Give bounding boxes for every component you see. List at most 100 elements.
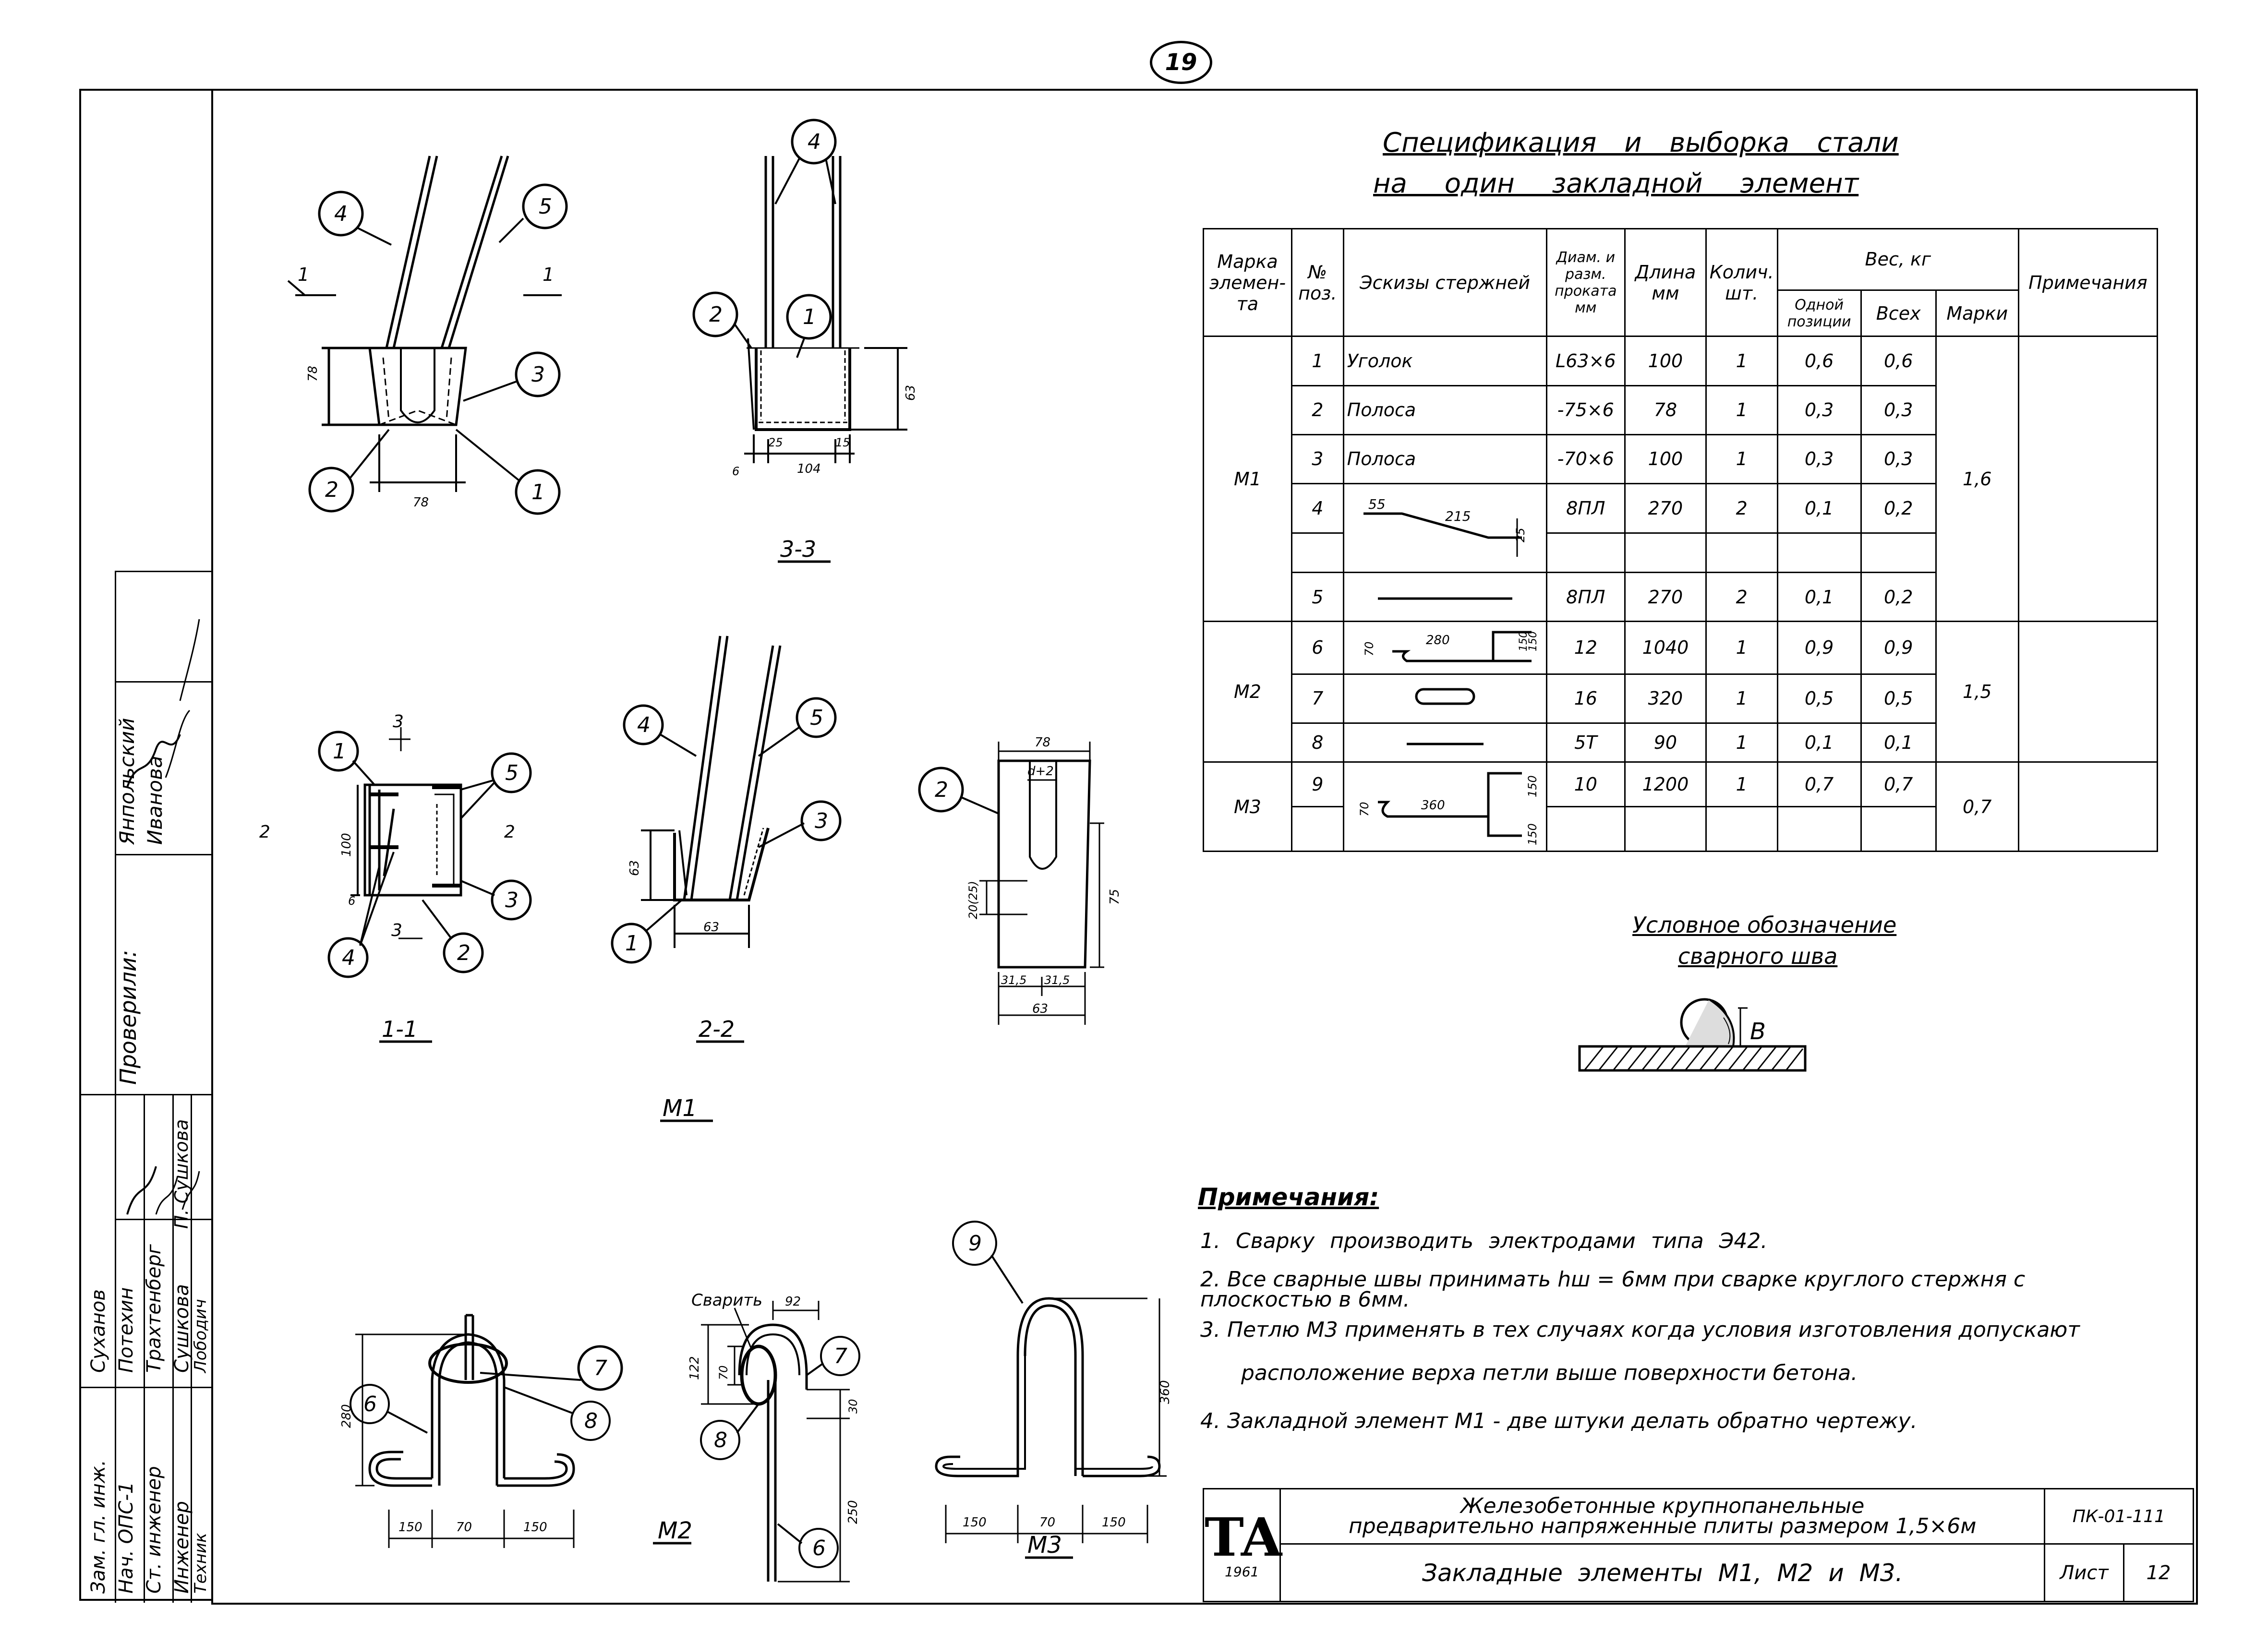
dim-250: 250 [846, 1500, 860, 1524]
dim-78-a: 78 [413, 495, 429, 510]
sketch-pos5 [1342, 572, 1547, 623]
callout-2-a: 2 [325, 478, 338, 502]
callout-4-a: 4 [334, 202, 348, 226]
stamp-code: ПК-01-111 [2044, 1488, 2194, 1545]
dim-92: 92 [785, 1295, 801, 1309]
th-sketch: Эскизы стержней [1342, 228, 1547, 337]
dim-280: 280 [339, 1404, 354, 1428]
note-3: 3. Петлю М3 применять в тех случаях когд… [1200, 1318, 2080, 1342]
notes-title: Примечания: [1198, 1183, 1379, 1211]
dim-150-d: 150 [1102, 1515, 1126, 1530]
callout-3-a: 3 [531, 362, 545, 387]
svg-text:215: 215 [1445, 508, 1471, 524]
main-frame [211, 89, 2198, 1605]
svg-text:280: 280 [1426, 633, 1450, 648]
callout-4-d: 4 [637, 713, 651, 737]
dim-63-d: 63 [1032, 1002, 1048, 1016]
note-4: 4. Закладной элемент М1 - две штуки дела… [1200, 1409, 1918, 1433]
th-diam: Диам. и разм. проката мм [1545, 228, 1626, 337]
callout-8-a: 8 [584, 1409, 598, 1433]
label-m1: М1 [663, 1095, 697, 1122]
callout-7-a: 7 [594, 1356, 607, 1380]
dim-78-c: 78 [1035, 735, 1050, 750]
dim-63-a: 63 [904, 385, 918, 401]
callout-5-d: 5 [810, 706, 823, 730]
dim-6-b: 6 [348, 894, 355, 908]
side-strip [79, 89, 213, 1603]
svg-text:25: 25 [1514, 528, 1527, 543]
svg-text:55: 55 [1368, 496, 1386, 512]
th-w-all: Всех [1860, 289, 1937, 337]
mark-m3-weight: 0,7 [1935, 761, 2019, 852]
page-number: 19 [1150, 41, 1212, 84]
dim-75: 75 [1108, 889, 1122, 905]
callout-1-b: 1 [803, 305, 816, 329]
th-w-one: Одной позиции [1776, 289, 1862, 337]
sketch-pos7 [1342, 673, 1547, 724]
dim-20-25: 20(25) [966, 881, 980, 919]
svg-text:150: 150 [1527, 631, 1539, 651]
side-name-5: Лободич [191, 1299, 210, 1373]
callout-8-b: 8 [714, 1428, 727, 1452]
dim-d2: d+2 [1027, 764, 1054, 779]
side-role-4: Инженер [171, 1501, 193, 1594]
dim-122: 122 [688, 1356, 702, 1380]
svg-text:70: 70 [1358, 802, 1371, 817]
side-role-5: Техник [191, 1533, 210, 1594]
callout-5-a: 5 [539, 194, 552, 219]
mark-m3: М3 [1202, 761, 1293, 852]
callout-3-d: 3 [815, 809, 828, 833]
cut-2-left: 2 [259, 822, 270, 842]
th-count: Колич. шт. [1705, 228, 1778, 337]
th-length: Длина мм [1624, 228, 1707, 337]
weld-symbol-title-1: Условное обозначение [1632, 912, 1897, 938]
th-pos: № поз. [1291, 228, 1344, 337]
dim-25: 25 [768, 436, 783, 449]
weld-symbol-icon: В [1578, 998, 1807, 1072]
spec-table: Марка элемен- та № поз. Эскизы стержней … [1202, 228, 2159, 852]
side-name-2: Потехин [115, 1287, 137, 1373]
dim-6-a: 6 [732, 465, 739, 478]
svg-text:360: 360 [1421, 798, 1445, 813]
stamp-title: Железобетонные крупнопанельные предварит… [1279, 1488, 2045, 1545]
sketch-pos4: 55 215 25 [1342, 482, 1547, 574]
dim-104: 104 [797, 462, 821, 476]
callout-4-b: 4 [808, 130, 821, 154]
dim-31-5-b: 31,5 [1044, 973, 1070, 987]
side-role-3: Ст. инженер [143, 1466, 165, 1594]
dim-30: 30 [846, 1399, 860, 1414]
callout-2-b: 2 [709, 302, 723, 327]
svg-text:150: 150 [1526, 823, 1539, 845]
dim-360: 360 [1158, 1380, 1172, 1404]
sheet-label: Лист [2044, 1543, 2124, 1602]
dim-63-c: 63 [703, 920, 719, 935]
svg-text:150: 150 [1518, 631, 1530, 651]
logo: ТА 1961 [1202, 1488, 1283, 1602]
note-2: 2. Все сварные швы принимать hш = 6мм пр… [1200, 1267, 2026, 1312]
note-3b: расположение верха петли выше поверхност… [1241, 1361, 1858, 1385]
cut-1-right: 1 [543, 264, 554, 285]
section-2-2: 2-2 [699, 1016, 735, 1042]
section-3-3: 3-3 [780, 536, 816, 562]
callout-2-e: 2 [935, 778, 948, 802]
callout-9: 9 [968, 1231, 982, 1256]
label-m2: М2 [658, 1517, 692, 1544]
callout-1-c: 1 [333, 739, 346, 764]
callout-6-a: 6 [363, 1392, 377, 1416]
sheet-number: 12 [2123, 1543, 2194, 1602]
dim-78-b: 78 [306, 366, 320, 382]
spec-title-2: на один закладной элемент [1373, 168, 1859, 199]
th-w-mark: Марки [1935, 289, 2019, 337]
dim-70-a: 70 [456, 1520, 472, 1535]
callout-6-b: 6 [812, 1536, 826, 1560]
dim-63-b: 63 [627, 860, 642, 876]
technical-drawings: 4 5 3 2 1 1 1 78 78 4 2 1 63 25 15 6 104… [259, 119, 1172, 1583]
side-role-2: Нач. ОПС-1 [115, 1481, 137, 1594]
